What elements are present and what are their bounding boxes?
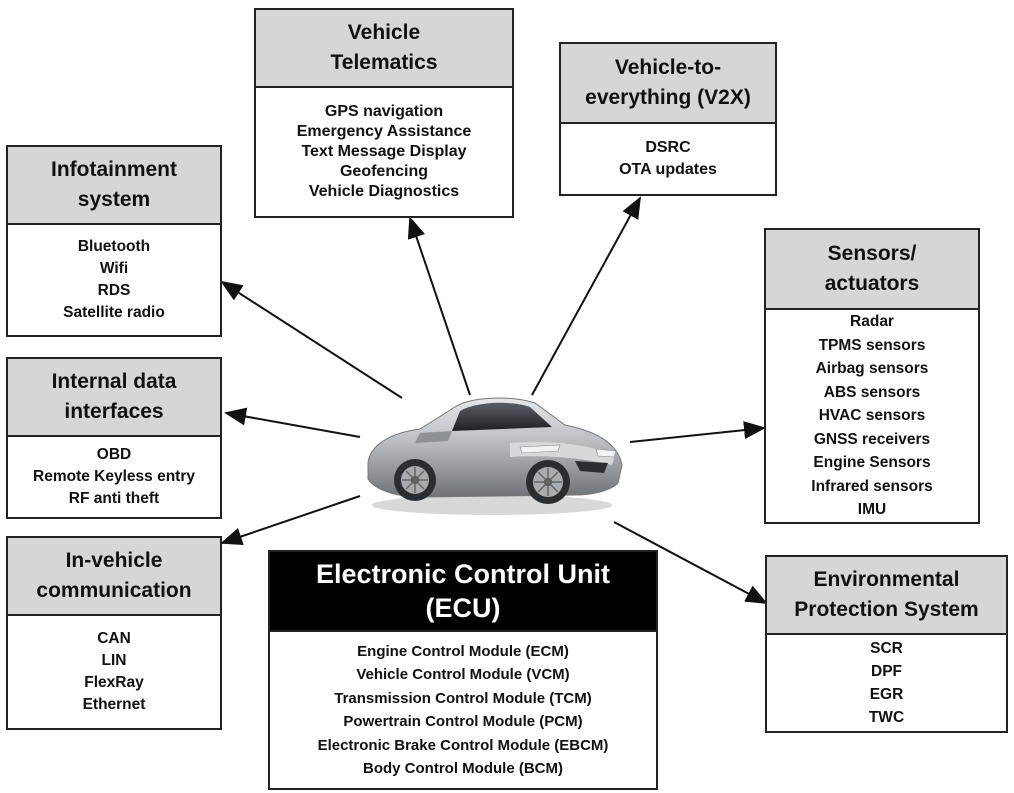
environmental-title: Environmental Protection System	[767, 557, 1006, 635]
environmental-items: SCR DPF EGR TWC	[767, 635, 1006, 731]
arrow-to-in-vehicle	[220, 495, 361, 546]
list-item: ABS sensors	[823, 383, 921, 401]
list-item: IMU	[857, 501, 887, 519]
list-item: Airbag sensors	[815, 360, 929, 378]
list-item: HVAC sensors	[818, 407, 926, 425]
internal-data-title: Internal data interfaces	[8, 359, 220, 437]
infotainment-items: Bluetooth Wifi RDS Satellite radio	[8, 225, 220, 335]
list-item: Bluetooth	[77, 238, 151, 255]
list-item: Radar	[850, 313, 894, 331]
in-vehicle-title: In-vehicle communication	[8, 538, 220, 616]
list-item: RDS	[97, 282, 131, 299]
v2x-items: DSRC OTA updates	[561, 124, 775, 194]
list-item: Vehicle Control Module (VCM)	[356, 666, 570, 683]
list-item: GPS navigation	[324, 103, 444, 120]
list-item: Powertrain Control Module (PCM)	[343, 713, 583, 730]
infotainment-box: Infotainment system Bluetooth Wifi RDS S…	[6, 145, 222, 337]
list-item: Body Control Module (BCM)	[363, 760, 563, 777]
arrow-to-sensors	[629, 421, 766, 443]
sensors-items: Radar TPMS sensors Airbag sensors ABS se…	[766, 310, 978, 522]
in-vehicle-box: In-vehicle communication CAN LIN FlexRay…	[6, 536, 222, 730]
list-item: Text Message Display	[301, 143, 467, 160]
ecu-items: Engine Control Module (ECM) Vehicle Cont…	[270, 632, 656, 788]
list-item: OTA updates	[619, 161, 717, 178]
list-item: Engine Sensors	[813, 454, 931, 472]
list-item: FlexRay	[84, 674, 144, 691]
in-vehicle-items: CAN LIN FlexRay Ethernet	[8, 616, 220, 728]
list-item: EGR	[869, 686, 904, 703]
arrow-to-telematics	[407, 216, 471, 396]
infotainment-title: Infotainment system	[8, 147, 220, 225]
internal-data-box: Internal data interfaces OBD Remote Keyl…	[6, 357, 222, 519]
list-item: Ethernet	[82, 696, 146, 713]
list-item: Wifi	[99, 260, 129, 277]
list-item: Remote Keyless entry	[33, 468, 195, 485]
arrow-to-internal-data	[224, 407, 361, 438]
telematics-box: Vehicle Telematics GPS navigation Emerge…	[254, 8, 514, 218]
list-item: Engine Control Module (ECM)	[357, 642, 569, 660]
v2x-box: Vehicle-to- everything (V2X) DSRC OTA up…	[559, 42, 777, 196]
list-item: LIN	[101, 652, 127, 669]
list-item: DPF	[871, 663, 902, 680]
telematics-items: GPS navigation Emergency Assistance Text…	[256, 88, 512, 216]
list-item: SCR	[870, 640, 903, 657]
telematics-title: Vehicle Telematics	[256, 10, 512, 88]
arrow-to-environmental	[613, 521, 768, 604]
list-item: Satellite radio	[63, 304, 165, 321]
list-item: DSRC	[645, 139, 691, 156]
sensors-title: Sensors/ actuators	[766, 230, 978, 310]
sensors-box: Sensors/ actuators Radar TPMS sensors Ai…	[764, 228, 980, 524]
list-item: TPMS sensors	[818, 336, 926, 354]
sports-car-icon	[367, 397, 623, 515]
ecu-title: Electronic Control Unit (ECU)	[270, 552, 656, 632]
list-item: Emergency Assistance	[296, 123, 472, 140]
list-item: Infrared sensors	[811, 477, 933, 495]
environmental-box: Environmental Protection System SCR DPF …	[765, 555, 1008, 733]
list-item: Geofencing	[339, 163, 428, 180]
ecu-box: Electronic Control Unit (ECU) Engine Con…	[268, 550, 658, 790]
list-item: Electronic Brake Control Module (EBCM)	[317, 736, 609, 754]
list-item: RF anti theft	[68, 490, 160, 507]
list-item: TWC	[868, 709, 905, 726]
arrow-to-v2x	[531, 196, 641, 396]
list-item: GNSS receivers	[813, 430, 931, 448]
list-item: Vehicle Diagnostics	[308, 183, 460, 200]
list-item: CAN	[97, 630, 131, 647]
arrow-to-infotainment	[220, 280, 403, 399]
internal-data-items: OBD Remote Keyless entry RF anti theft	[8, 437, 220, 517]
list-item: OBD	[96, 446, 132, 463]
v2x-title: Vehicle-to- everything (V2X)	[561, 44, 775, 124]
list-item: Transmission Control Module (TCM)	[334, 689, 592, 707]
